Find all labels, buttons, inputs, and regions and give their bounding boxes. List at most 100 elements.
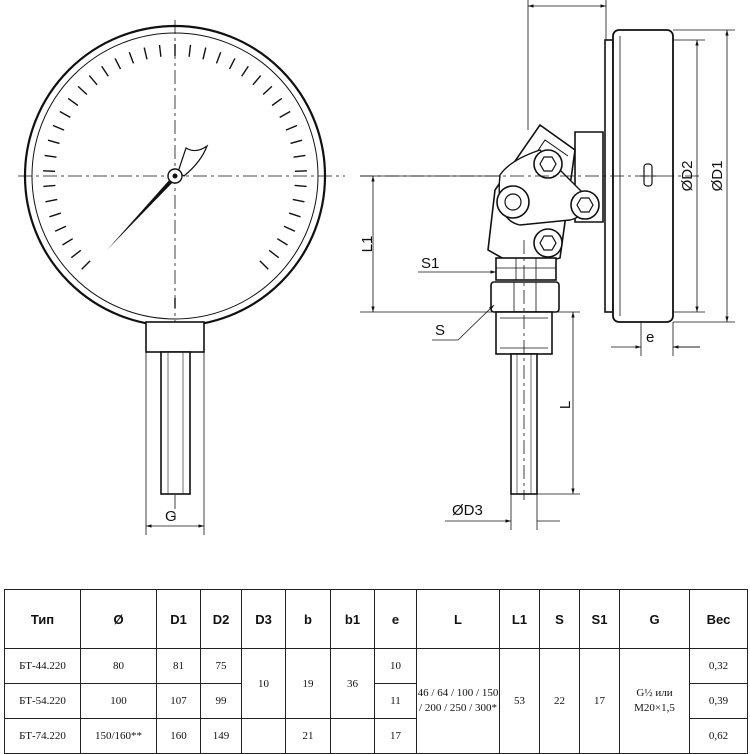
header-cell: Ø: [80, 589, 157, 649]
scale-tick: [288, 212, 301, 218]
scale-tick: [215, 51, 222, 64]
label-l1: L1: [359, 236, 376, 253]
pointer-tail: [177, 144, 209, 177]
scale-tick: [45, 198, 58, 203]
bolt: [533, 228, 563, 258]
cell-b1: 36: [330, 648, 375, 719]
scale-tick: [54, 225, 67, 232]
scale-tick: [47, 139, 60, 145]
cell-b1: [330, 718, 375, 754]
cell-b: 21: [285, 718, 331, 754]
label-e: e: [646, 329, 654, 346]
scale-tick: [259, 260, 269, 270]
cell-l: 46 / 64 / 100 / 150 / 200 / 250 / 300*: [416, 648, 500, 754]
technical-drawing: G: [18, 0, 735, 535]
scale-tick: [292, 198, 305, 203]
header-cell: S1: [579, 589, 620, 649]
header-cell: S: [539, 589, 580, 649]
label-d2: ØD2: [679, 161, 696, 192]
cell-s: 22: [539, 648, 580, 754]
scale-tick: [88, 75, 98, 86]
cell-e: 11: [374, 683, 417, 719]
cell-type: БТ-74.220: [4, 718, 81, 754]
scale-tick: [294, 184, 307, 188]
spec-table: Тип Ø D1 D2 D3 b b1 e L L1 S S1 G Вес БТ…: [4, 589, 748, 754]
gauge-pointer: [107, 178, 175, 250]
cell-d3: [241, 718, 286, 754]
cell-d1: 81: [156, 648, 201, 684]
scale-tick: [101, 65, 109, 77]
header-cell: e: [374, 589, 417, 649]
label-g: G: [165, 508, 177, 525]
scale-tick: [43, 170, 56, 172]
cell-d1: 160: [156, 718, 201, 754]
scale-tick: [44, 154, 57, 158]
bolt: [533, 149, 563, 179]
label-d3: ØD3: [452, 502, 483, 519]
label-s: S: [435, 322, 445, 339]
scale-tick: [143, 47, 148, 60]
scale-tick: [293, 154, 306, 158]
scale-tick: [52, 124, 65, 131]
front-stem: [160, 351, 191, 495]
scale-tick: [188, 44, 192, 57]
scale-tick: [59, 110, 71, 119]
header-cell: G: [619, 589, 690, 649]
scale-tick: [262, 85, 273, 96]
scale-tick: [294, 170, 307, 172]
scale-tick: [252, 75, 262, 86]
cell-d2: 75: [200, 648, 242, 684]
bolt: [570, 190, 600, 220]
label-l: L: [557, 401, 574, 409]
cell-dia: 80: [80, 648, 157, 684]
header-cell: b: [285, 589, 331, 649]
scale-tick: [114, 58, 122, 70]
cell-weight: 0,62: [689, 718, 748, 754]
scale-tick: [43, 184, 56, 188]
side-view: [360, 0, 735, 530]
scale-tick: [290, 139, 303, 145]
header-cell: D1: [156, 589, 201, 649]
scale-tick: [241, 65, 249, 77]
header-cell: Вес: [689, 589, 748, 649]
cell-d1: 107: [156, 683, 201, 719]
cell-weight: 0,32: [689, 648, 748, 684]
scale-tick: [276, 238, 288, 246]
cell-l1: 53: [499, 648, 540, 754]
table-row: БТ-44.220 80 81 75 10 19 36 10 46 / 64 /…: [4, 648, 748, 754]
scale-tick: [49, 212, 62, 218]
front-view: [18, 20, 345, 535]
cell-g: G½ или M20×1,5: [619, 648, 690, 754]
bolt: [496, 185, 530, 219]
cell-d3: 10: [241, 648, 286, 719]
scale-tick: [70, 249, 82, 259]
header-cell: L1: [499, 589, 540, 649]
table-row: БТ-74.220 150/160** 160 149 21 17 0,62: [4, 718, 748, 754]
table-header-row: Тип Ø D1 D2 D3 b b1 e L L1 S S1 G Вес: [4, 589, 748, 649]
cell-dia: 150/160**: [80, 718, 157, 754]
scale-tick: [268, 249, 280, 259]
scale-tick: [271, 97, 283, 107]
header-cell: b1: [330, 589, 375, 649]
cell-weight: 0,39: [689, 683, 748, 719]
scale-tick: [81, 260, 91, 270]
cell-d2: 99: [200, 683, 242, 719]
scale-tick: [279, 110, 291, 119]
scale-tick: [283, 225, 296, 232]
cell-s1: 17: [579, 648, 620, 754]
cell-e: 10: [374, 648, 417, 684]
scale-tick: [285, 124, 298, 131]
label-d1: ØD1: [709, 161, 726, 192]
scale-tick: [77, 85, 88, 96]
scale-tick: [158, 44, 162, 57]
header-cell: D3: [241, 589, 286, 649]
nut-s: [490, 281, 560, 313]
front-neck: [145, 321, 205, 353]
cell-type: БТ-44.220: [4, 648, 81, 684]
scale-tick: [202, 47, 207, 60]
scale-tick: [67, 97, 79, 107]
header-cell: Тип: [4, 589, 81, 649]
cell-e: 17: [374, 718, 417, 754]
label-s1: S1: [421, 255, 439, 272]
cell-d2: 149: [200, 718, 242, 754]
